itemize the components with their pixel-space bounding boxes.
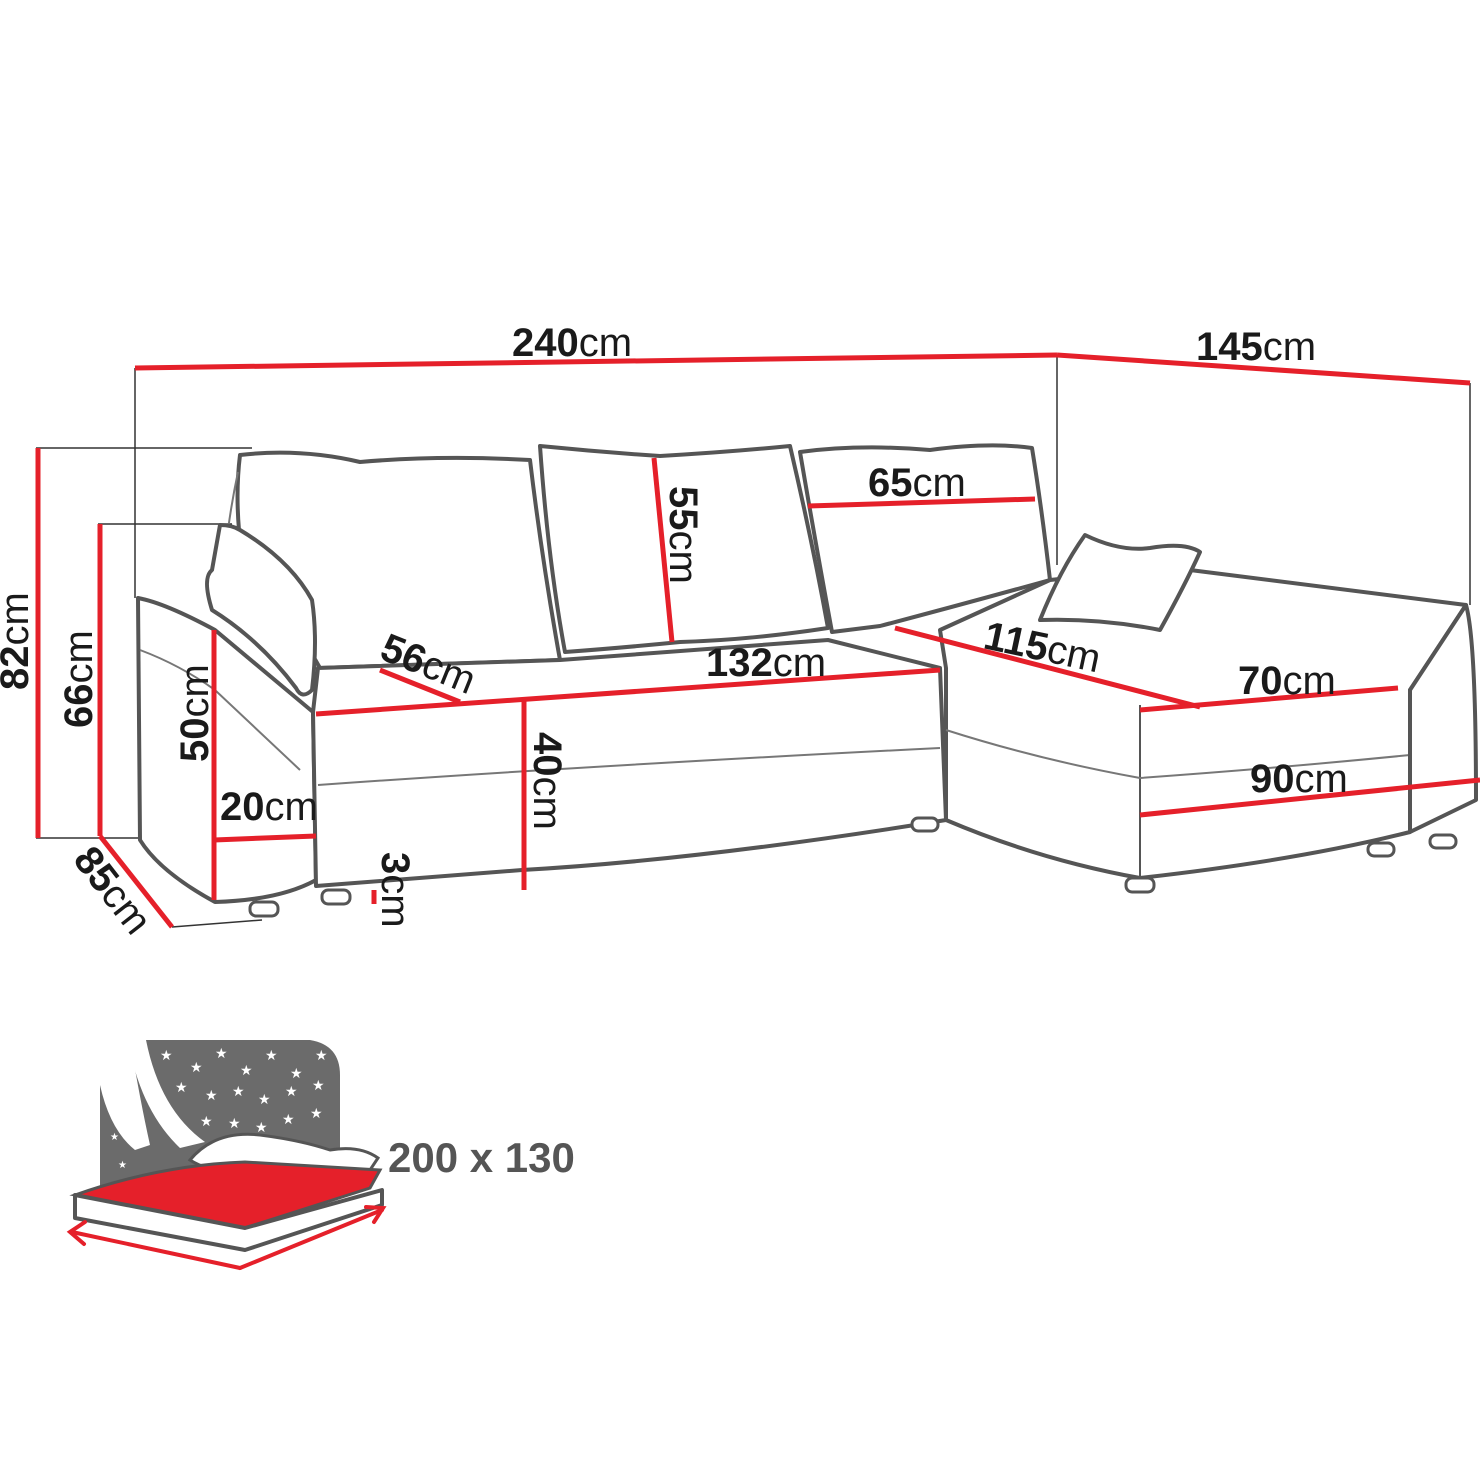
svg-text:★: ★ xyxy=(312,1078,325,1094)
label-armrest-side-height: 50cm xyxy=(173,664,217,762)
left-arm xyxy=(136,596,318,904)
svg-text:★: ★ xyxy=(258,1092,271,1108)
svg-text:★: ★ xyxy=(175,1080,188,1096)
svg-text:★: ★ xyxy=(285,1084,298,1100)
back-cushion-center xyxy=(538,444,830,654)
dim-line-cushion-height xyxy=(651,457,675,643)
chaise-arm xyxy=(1408,603,1478,834)
dim-line-chaise-width xyxy=(1139,777,1480,818)
dim-line-armrest-width xyxy=(213,833,317,843)
svg-text:★: ★ xyxy=(205,1088,218,1104)
svg-text:★: ★ xyxy=(315,1048,328,1064)
svg-text:★: ★ xyxy=(160,1048,173,1064)
dim-line-chaise-seat-length xyxy=(894,625,1201,710)
dim-line-total-depth xyxy=(98,834,174,929)
bed-size-label: 200 x 130 xyxy=(388,1134,575,1181)
dim-line-chaise-seat-width xyxy=(1139,685,1399,713)
svg-text:★: ★ xyxy=(282,1112,295,1128)
dim-line-cushion-width xyxy=(807,496,1036,509)
leg xyxy=(1124,876,1156,894)
arm-pillow-left xyxy=(205,523,317,697)
leg xyxy=(1428,833,1458,850)
svg-text:★: ★ xyxy=(310,1106,323,1122)
svg-text:★: ★ xyxy=(265,1048,278,1064)
leg xyxy=(320,888,352,906)
svg-text:★: ★ xyxy=(255,1120,268,1136)
svg-text:★: ★ xyxy=(118,1160,127,1171)
label-chaise-width: 90cm xyxy=(1250,757,1348,801)
back-cushion-right xyxy=(798,443,1052,634)
dim-line-seat-width xyxy=(315,667,941,717)
svg-text:★: ★ xyxy=(110,1132,119,1143)
bed-function-icon: ★★★ ★★★ ★★★ ★★★ ★★★ ★★★ ★★ 200 x 130 xyxy=(66,1040,575,1270)
leg xyxy=(910,816,940,833)
dim-line-chaise-length xyxy=(1056,352,1471,386)
dim-line-seat-depth xyxy=(379,667,461,705)
label-cushion-height: 55cm xyxy=(661,486,705,584)
dimension-lines xyxy=(35,352,1480,929)
extension-lines xyxy=(36,355,1471,928)
chaise-pillow xyxy=(1038,533,1202,632)
label-chaise-length: 145cm xyxy=(1196,325,1316,369)
chaise-seat xyxy=(938,568,1468,880)
dim-line-total-width xyxy=(134,352,1058,371)
label-seat-width: 132cm xyxy=(706,641,826,685)
label-chaise-seat-width: 70cm xyxy=(1238,659,1336,703)
svg-text:★: ★ xyxy=(228,1116,241,1132)
label-total-width: 240cm xyxy=(512,321,632,365)
mattress xyxy=(69,1160,383,1230)
bed-size-arrows xyxy=(66,1205,387,1270)
leg xyxy=(248,900,280,918)
svg-text:★: ★ xyxy=(290,1066,303,1082)
svg-text:★: ★ xyxy=(200,1114,213,1130)
svg-text:★: ★ xyxy=(190,1060,203,1076)
svg-text:★: ★ xyxy=(232,1084,245,1100)
label-cushion-width: 65cm xyxy=(868,461,966,505)
svg-text:★: ★ xyxy=(215,1046,228,1062)
moon-icon xyxy=(128,1040,205,1148)
label-total-height: 82cm xyxy=(0,592,37,690)
svg-text:★: ★ xyxy=(240,1063,253,1079)
bed-base xyxy=(73,1188,384,1252)
label-armrest-width: 20cm xyxy=(220,785,318,829)
label-armrest-height: 66cm xyxy=(57,630,101,728)
leg xyxy=(1366,841,1396,858)
label-seat-height: 40cm xyxy=(525,732,569,830)
label-leg-height: 3cm xyxy=(373,852,417,928)
star-icon: ★★★ ★★★ ★★★ ★★★ ★★★ ★★★ ★★ xyxy=(110,1046,328,1171)
